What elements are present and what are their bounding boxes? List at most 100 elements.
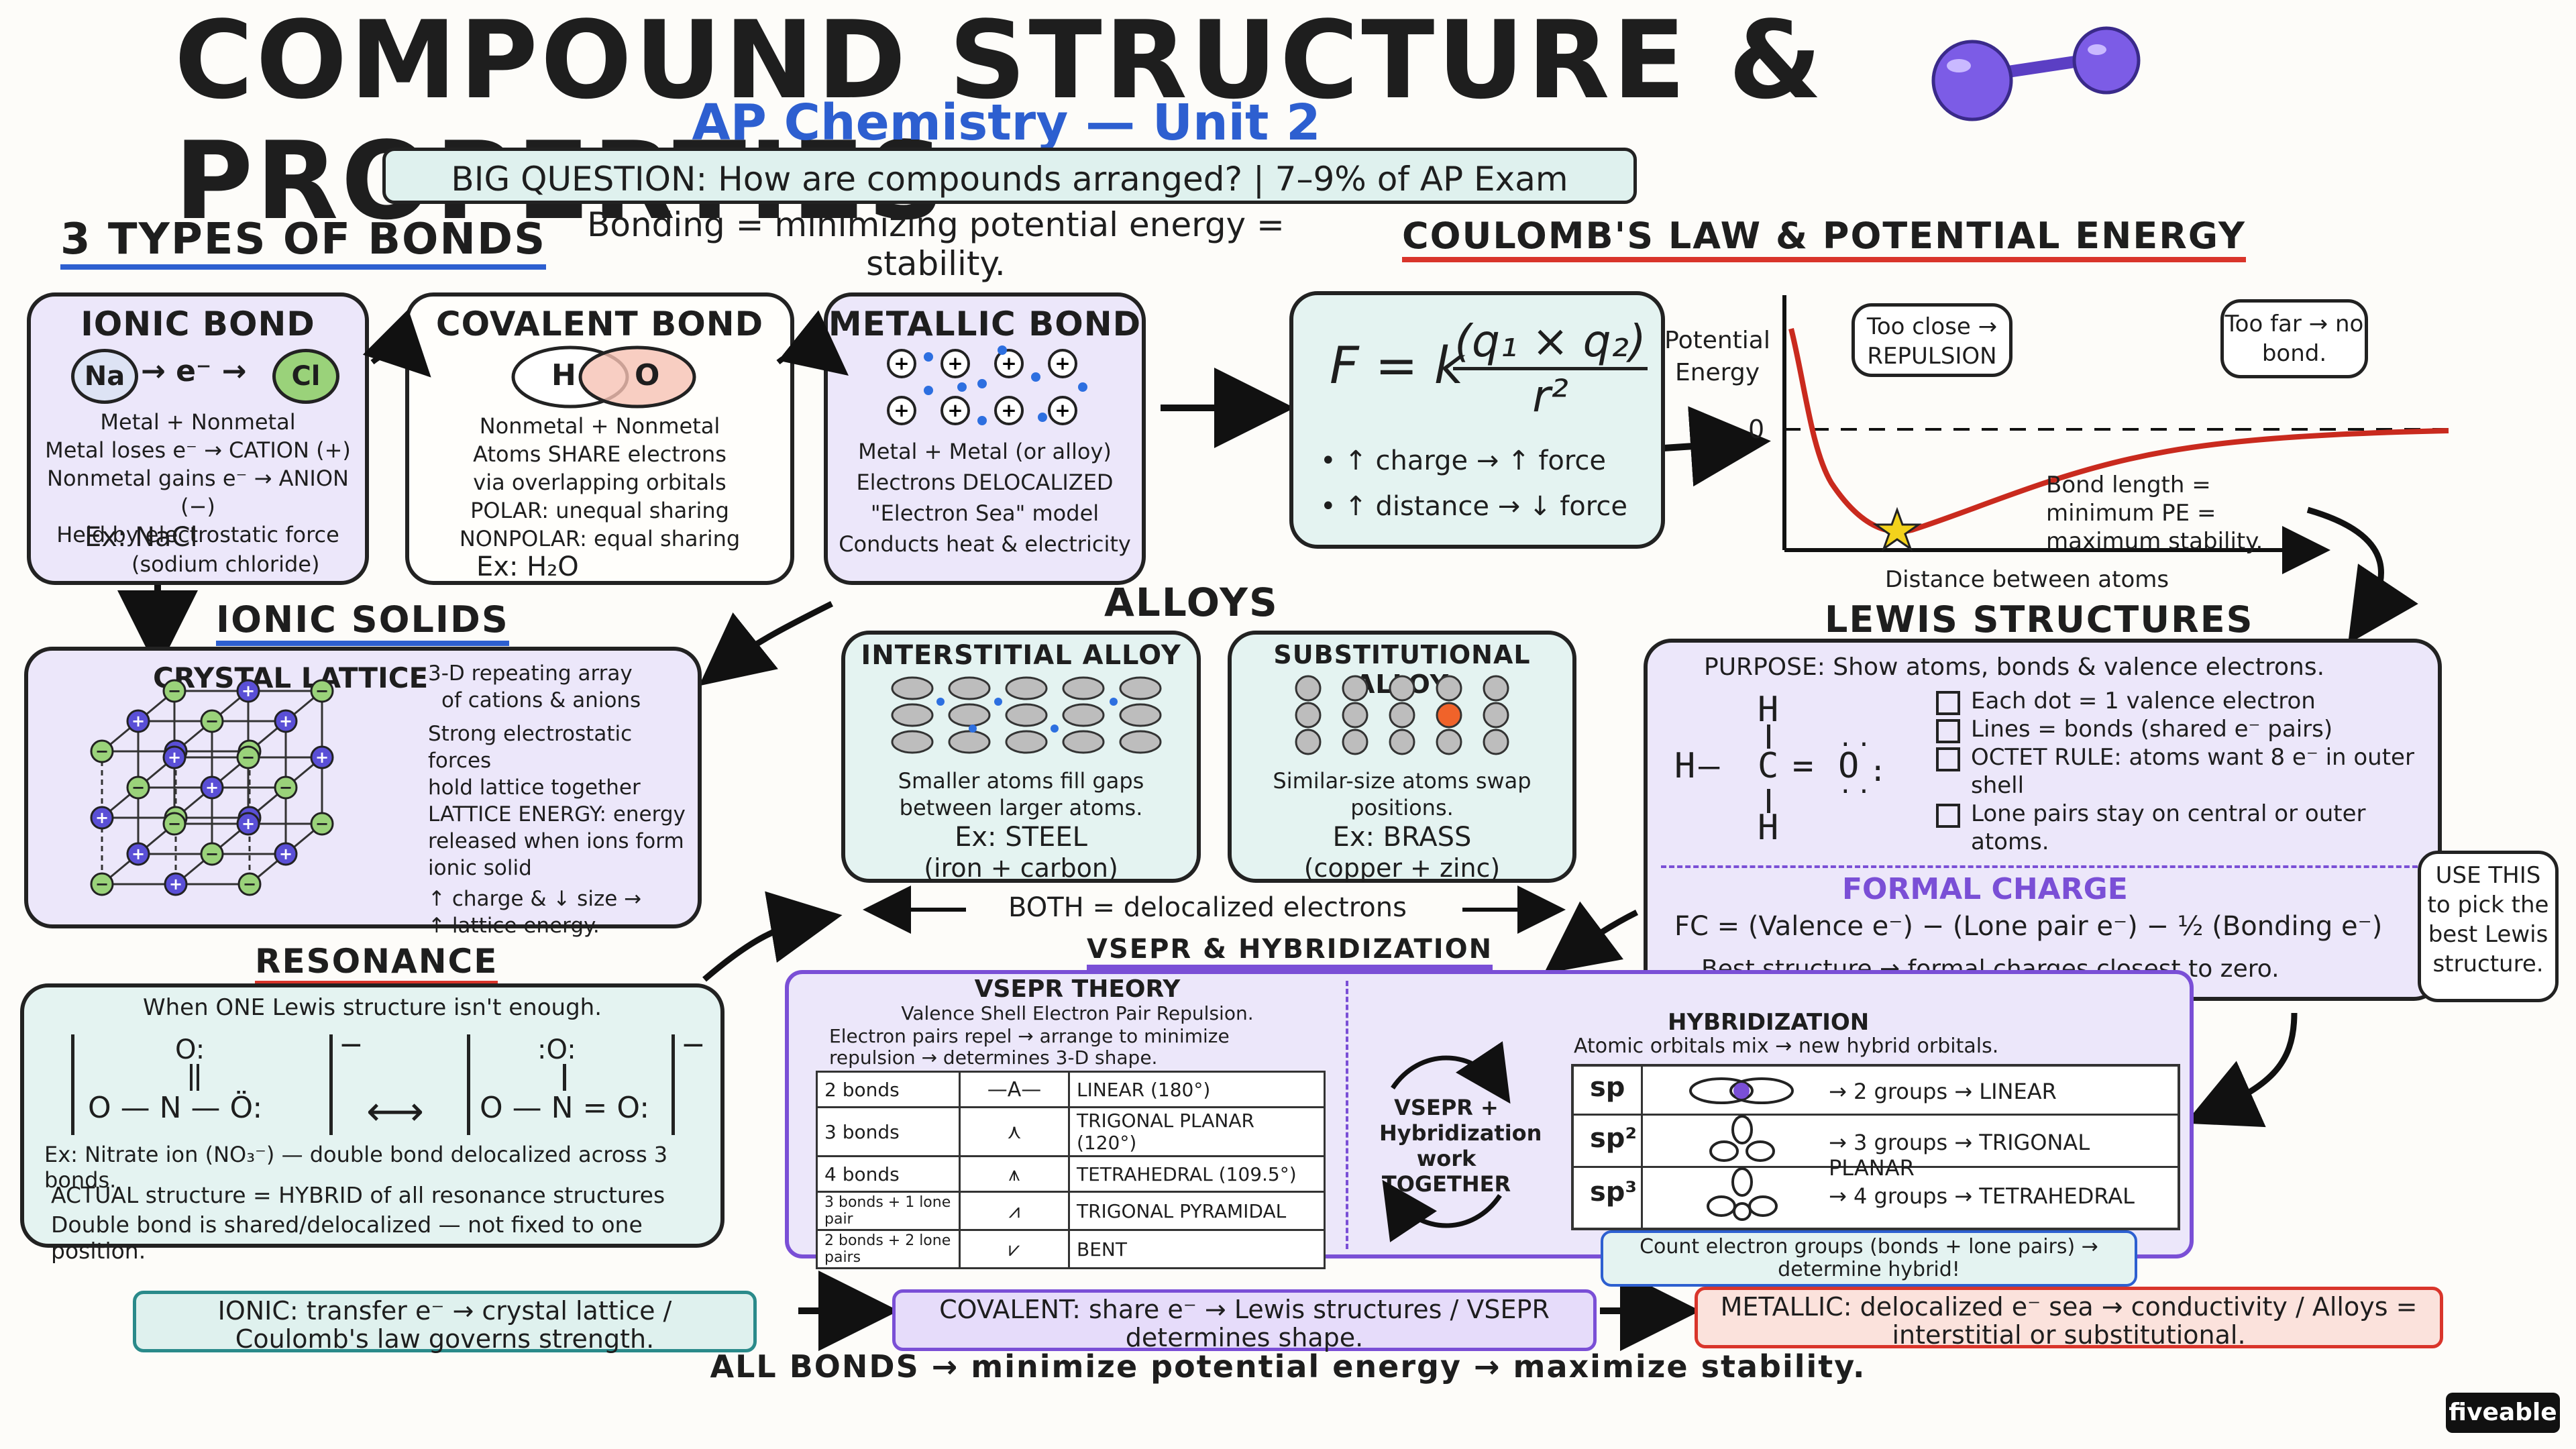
plus-sign: +: [947, 399, 963, 421]
anion: [200, 842, 224, 866]
interstitial-card: INTERSTITIAL ALLOY Smaller atoms fill ga…: [841, 631, 1201, 883]
coulomb-bullet-2: • ↑ distance → ↓ force: [1320, 491, 1627, 522]
delocalized-electron: [1078, 382, 1087, 392]
ion-charge: −: [241, 748, 255, 767]
res2-charge: −: [681, 1028, 706, 1062]
ion-charge: −: [315, 682, 329, 700]
ion-charge: −: [95, 875, 109, 894]
plus-sign: +: [1055, 399, 1070, 421]
metallic-line-3: "Electron Sea" model: [870, 500, 1099, 526]
lewis-check-3: OCTET RULE: atoms want 8 e⁻ in outer she…: [1936, 743, 2432, 800]
lattice-line-5: LATTICE ENERGY: energy: [428, 802, 686, 826]
lewis-card: PURPOSE: Show atoms, bonds & valence ele…: [1644, 639, 2442, 1001]
ion-charge: +: [205, 778, 219, 797]
lattice-line-6: released when ions form: [428, 829, 684, 853]
resonance-shared: Double bond is shared/delocalized — not …: [51, 1212, 643, 1264]
cation: [236, 812, 260, 836]
vsepr-row-trigonal-pyramidal: 3 bonds + 1 lone pair⩘TRIGONAL PYRAMIDAL: [816, 1191, 1326, 1231]
anion: [236, 745, 260, 769]
sp-orbital-icon: [1689, 1077, 1794, 1104]
vsepr-row-tetrahedral: 4 bonds⩚TETRAHEDRAL (109.5°): [816, 1155, 1326, 1193]
lewis-check-2: Lines = bonds (shared e⁻ pairs): [1936, 715, 2432, 743]
vsepr-subtitle: Valence Shell Electron Pair Repulsion.: [901, 1002, 1254, 1024]
metallic-line-2: Electrons DELOCALIZED: [856, 470, 1114, 495]
anion: [162, 679, 186, 703]
vsepr-table: 2 bonds—A—LINEAR (180°) 3 bonds⋏TRIGONAL…: [816, 1071, 1326, 1269]
formula-numerator: (q₁ × q₂): [1453, 315, 1648, 370]
metal-cation: [887, 396, 916, 425]
ion-charge: +: [131, 845, 145, 863]
ionic-line-4: Held by electrostatic force: [56, 522, 339, 547]
delocalized-electron: [977, 416, 987, 425]
metal-cation: [1048, 349, 1077, 378]
anion: [237, 872, 262, 896]
metallic-line-1: Metal + Metal (or alloy): [858, 439, 1112, 464]
lattice-line-1: 3-D repeating array: [428, 661, 633, 686]
covalent-example: Ex: H₂O: [476, 551, 579, 582]
resonance-arrow: ⟷: [366, 1088, 425, 1135]
interstitial-atom: [936, 698, 945, 706]
oxygen: O: [1838, 746, 1860, 786]
ion-charge: +: [131, 712, 145, 731]
ionic-solids-card: CRYSTAL LATTICE −+−+−+−+−+−+−+−+−+−+−+−+…: [24, 647, 702, 938]
cl-atom: Cl: [272, 349, 339, 404]
host-atom: [1436, 729, 1462, 755]
tagline: Bonding = minimizing potential energy = …: [587, 205, 1285, 283]
delocalized-electron: [998, 345, 1007, 355]
lattice-line-2: of cations & anions: [441, 688, 641, 712]
metallic-line-4: Conducts heat & electricity: [839, 531, 1131, 557]
ion-charge: −: [315, 814, 329, 833]
host-atom: [891, 703, 934, 727]
anion: [310, 679, 334, 703]
host-atom: [948, 676, 991, 700]
o-atom: O: [635, 358, 660, 392]
alloys-both-note: BOTH = delocalized electrons: [1008, 892, 1407, 923]
host-atom: [1005, 703, 1048, 727]
interstitial-example-note: (iron + carbon): [924, 853, 1118, 883]
cation: [126, 842, 150, 866]
lattice-line-8: ↑ charge & ↓ size →: [428, 887, 642, 911]
lattice-line-4: hold lattice together: [428, 775, 641, 800]
resonance-card: When ONE Lewis structure isn't enough. O…: [20, 983, 724, 1264]
ionic-line-1: Metal + Nonmetal: [100, 409, 296, 435]
host-atom: [1389, 702, 1415, 729]
ionic-line-3: Nonmetal gains e⁻ → ANION (−): [47, 466, 349, 519]
substituted-atom: [1436, 702, 1462, 729]
ion-charge: +: [315, 748, 329, 767]
host-atom: [948, 730, 991, 754]
ion-charge: +: [95, 808, 109, 827]
host-atom: [1483, 702, 1509, 729]
substitutional-example: Ex: BRASS: [1332, 822, 1472, 853]
interstitial-atom: [969, 724, 977, 733]
host-atom: [1483, 675, 1509, 702]
host-atom: [891, 730, 934, 754]
anion: [90, 739, 114, 763]
plus-sign: +: [894, 399, 909, 421]
formal-charge-formula: FC = (Valence e⁻) − (Lone pair e⁻) − ½ (…: [1674, 911, 2383, 942]
delocalized-electron: [924, 386, 933, 395]
metal-cation: [941, 349, 970, 378]
hybrid-sp3-label: sp³: [1590, 1177, 1637, 1208]
ionic-example: Ex: NaCl: [85, 522, 198, 553]
vsepr-row-bent: 2 bonds + 2 lone pairs⩗BENT: [816, 1229, 1326, 1269]
interstitial-line-1: Smaller atoms fill gaps: [898, 768, 1144, 794]
formula-denominator: r²: [1532, 370, 1568, 422]
formula-lhs: F = k: [1330, 335, 1464, 395]
ionic-line-2: Metal loses e⁻ → CATION (+): [45, 437, 351, 463]
ion-charge: +: [168, 748, 181, 767]
hybrid-title: HYBRIDIZATION: [1668, 1009, 1870, 1036]
covalent-line-3: via overlapping orbitals: [473, 470, 727, 495]
vsepr-hybrid-card: VSEPR THEORY Valence Shell Electron Pair…: [785, 970, 2194, 1287]
plus-sign: +: [1001, 399, 1016, 421]
host-atom: [1342, 729, 1368, 755]
vsepr-row-linear: 2 bonds—A—LINEAR (180°): [816, 1071, 1326, 1108]
interstitial-example: Ex: STEEL: [955, 822, 1087, 853]
resonance-structure-1: O: O — N — Ö: −: [71, 1028, 364, 1135]
na-atom: Na: [71, 349, 138, 404]
interstitial-atom: [1110, 698, 1118, 706]
summary-covalent: COVALENT: share e⁻ → Lewis structures / …: [892, 1289, 1597, 1352]
host-atom: [1483, 729, 1509, 755]
ionic-solids-heading: IONIC SOLIDS: [216, 598, 509, 646]
host-atom: [1389, 729, 1415, 755]
crystal-lattice-title: CRYSTAL LATTICE: [153, 661, 429, 694]
